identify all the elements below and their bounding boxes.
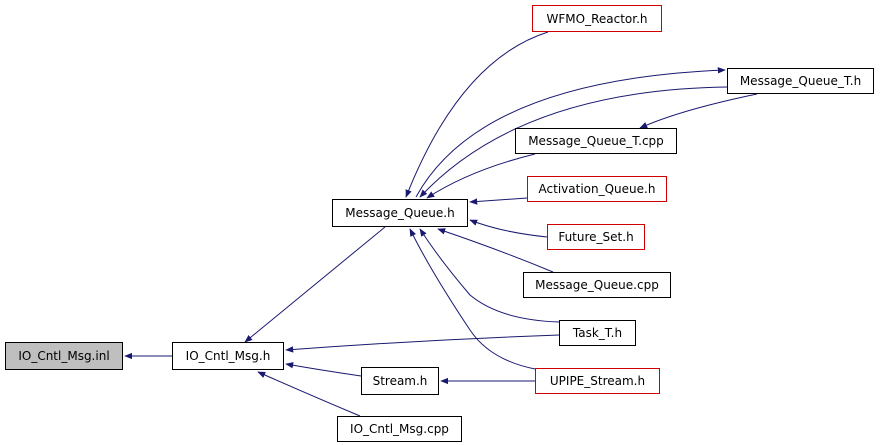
node-label: Message_Queue_T.h xyxy=(739,74,862,88)
edge-message-queue-h-to-message-queue-t-h xyxy=(415,67,726,198)
edge-task-t-h-to-io-cntl-msg-h xyxy=(285,334,560,353)
edge-message-queue-cpp-to-message-queue-h xyxy=(437,228,554,273)
node-message-queue-t-cpp[interactable]: Message_Queue_T.cpp xyxy=(515,128,677,154)
node-io-cntl-msg-inl[interactable]: IO_Cntl_Msg.inl xyxy=(5,342,123,370)
edge-upipe-stream-h-to-message-queue-h xyxy=(409,228,536,370)
edge-activation-queue-h-to-message-queue-h xyxy=(469,197,528,205)
node-activation-queue-h[interactable]: Activation_Queue.h xyxy=(527,176,667,202)
node-wfmo-reactor-h[interactable]: WFMO_Reactor.h xyxy=(532,5,662,32)
node-label: Future_Set.h xyxy=(558,230,634,244)
node-label: Message_Queue.cpp xyxy=(535,278,659,292)
node-io-cntl-msg-cpp[interactable]: IO_Cntl_Msg.cpp xyxy=(337,416,462,442)
node-label: Message_Queue_T.cpp xyxy=(528,134,664,148)
edge-message-queue-t-cpp-to-message-queue-h xyxy=(426,153,536,199)
node-upipe-stream-h[interactable]: UPIPE_Stream.h xyxy=(535,368,660,394)
node-label: IO_Cntl_Msg.inl xyxy=(18,349,110,363)
node-label: Stream.h xyxy=(372,374,428,388)
node-io-cntl-msg-h[interactable]: IO_Cntl_Msg.h xyxy=(172,342,284,370)
node-stream-h[interactable]: Stream.h xyxy=(361,367,439,395)
edge-message-queue-h-to-io-cntl-msg-h xyxy=(244,226,386,343)
node-label: Activation_Queue.h xyxy=(538,182,656,196)
edge-message-queue-t-h-to-message-queue-t-cpp xyxy=(639,93,758,129)
node-future-set-h[interactable]: Future_Set.h xyxy=(547,224,645,250)
edge-io-cntl-msg-cpp-to-io-cntl-msg-h xyxy=(257,371,361,417)
node-label: Task_T.h xyxy=(572,326,623,340)
node-task-t-h[interactable]: Task_T.h xyxy=(559,320,636,346)
node-label: WFMO_Reactor.h xyxy=(546,11,648,26)
edge-future-set-h-to-message-queue-h xyxy=(469,219,548,238)
node-message-queue-t-h[interactable]: Message_Queue_T.h xyxy=(727,68,874,94)
node-label: UPIPE_Stream.h xyxy=(549,374,646,388)
edge-message-queue-t-h-to-message-queue-h xyxy=(419,86,728,198)
node-message-queue-h[interactable]: Message_Queue.h xyxy=(332,199,468,227)
node-label: IO_Cntl_Msg.cpp xyxy=(350,422,449,436)
edge-wfmo-reactor-h-to-message-queue-h xyxy=(405,31,549,198)
edge-stream-h-to-io-cntl-msg-h xyxy=(285,362,362,377)
node-label: IO_Cntl_Msg.h xyxy=(185,349,271,363)
node-label: Message_Queue.h xyxy=(345,206,455,220)
edge-task-t-h-to-message-queue-h xyxy=(419,228,560,323)
node-message-queue-cpp[interactable]: Message_Queue.cpp xyxy=(523,272,671,298)
